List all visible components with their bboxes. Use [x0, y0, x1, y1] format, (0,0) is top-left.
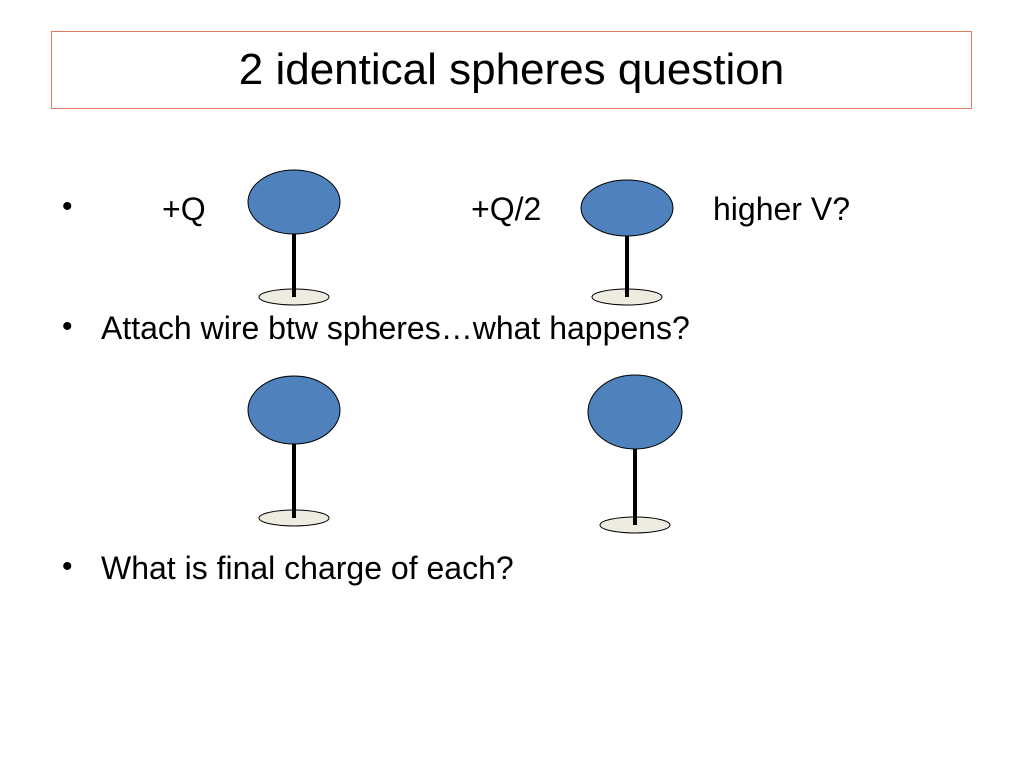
charge-right-label: +Q/2 — [471, 191, 542, 227]
bullet-dot-2: • — [62, 310, 73, 343]
sphere — [587, 374, 683, 450]
bullet-dot-1: • — [62, 190, 73, 223]
sphere-stand-bottom-left — [247, 375, 341, 527]
sphere — [247, 169, 341, 235]
sphere — [247, 375, 341, 445]
sphere-stand-top-right — [580, 179, 674, 306]
slide-title: 2 identical spheres question — [238, 45, 785, 94]
attach-wire-text: Attach wire btw spheres…what happens? — [101, 310, 690, 346]
charge-left-label: +Q — [162, 191, 206, 227]
higher-v-question: higher V? — [713, 191, 850, 227]
bullet-dot-3: • — [62, 550, 73, 583]
sphere-stand-top-left — [247, 169, 341, 306]
sphere-stand-bottom-right — [587, 374, 683, 534]
title-box: 2 identical spheres question — [51, 31, 972, 109]
final-charge-text: What is final charge of each? — [101, 550, 514, 586]
sphere — [580, 179, 674, 237]
